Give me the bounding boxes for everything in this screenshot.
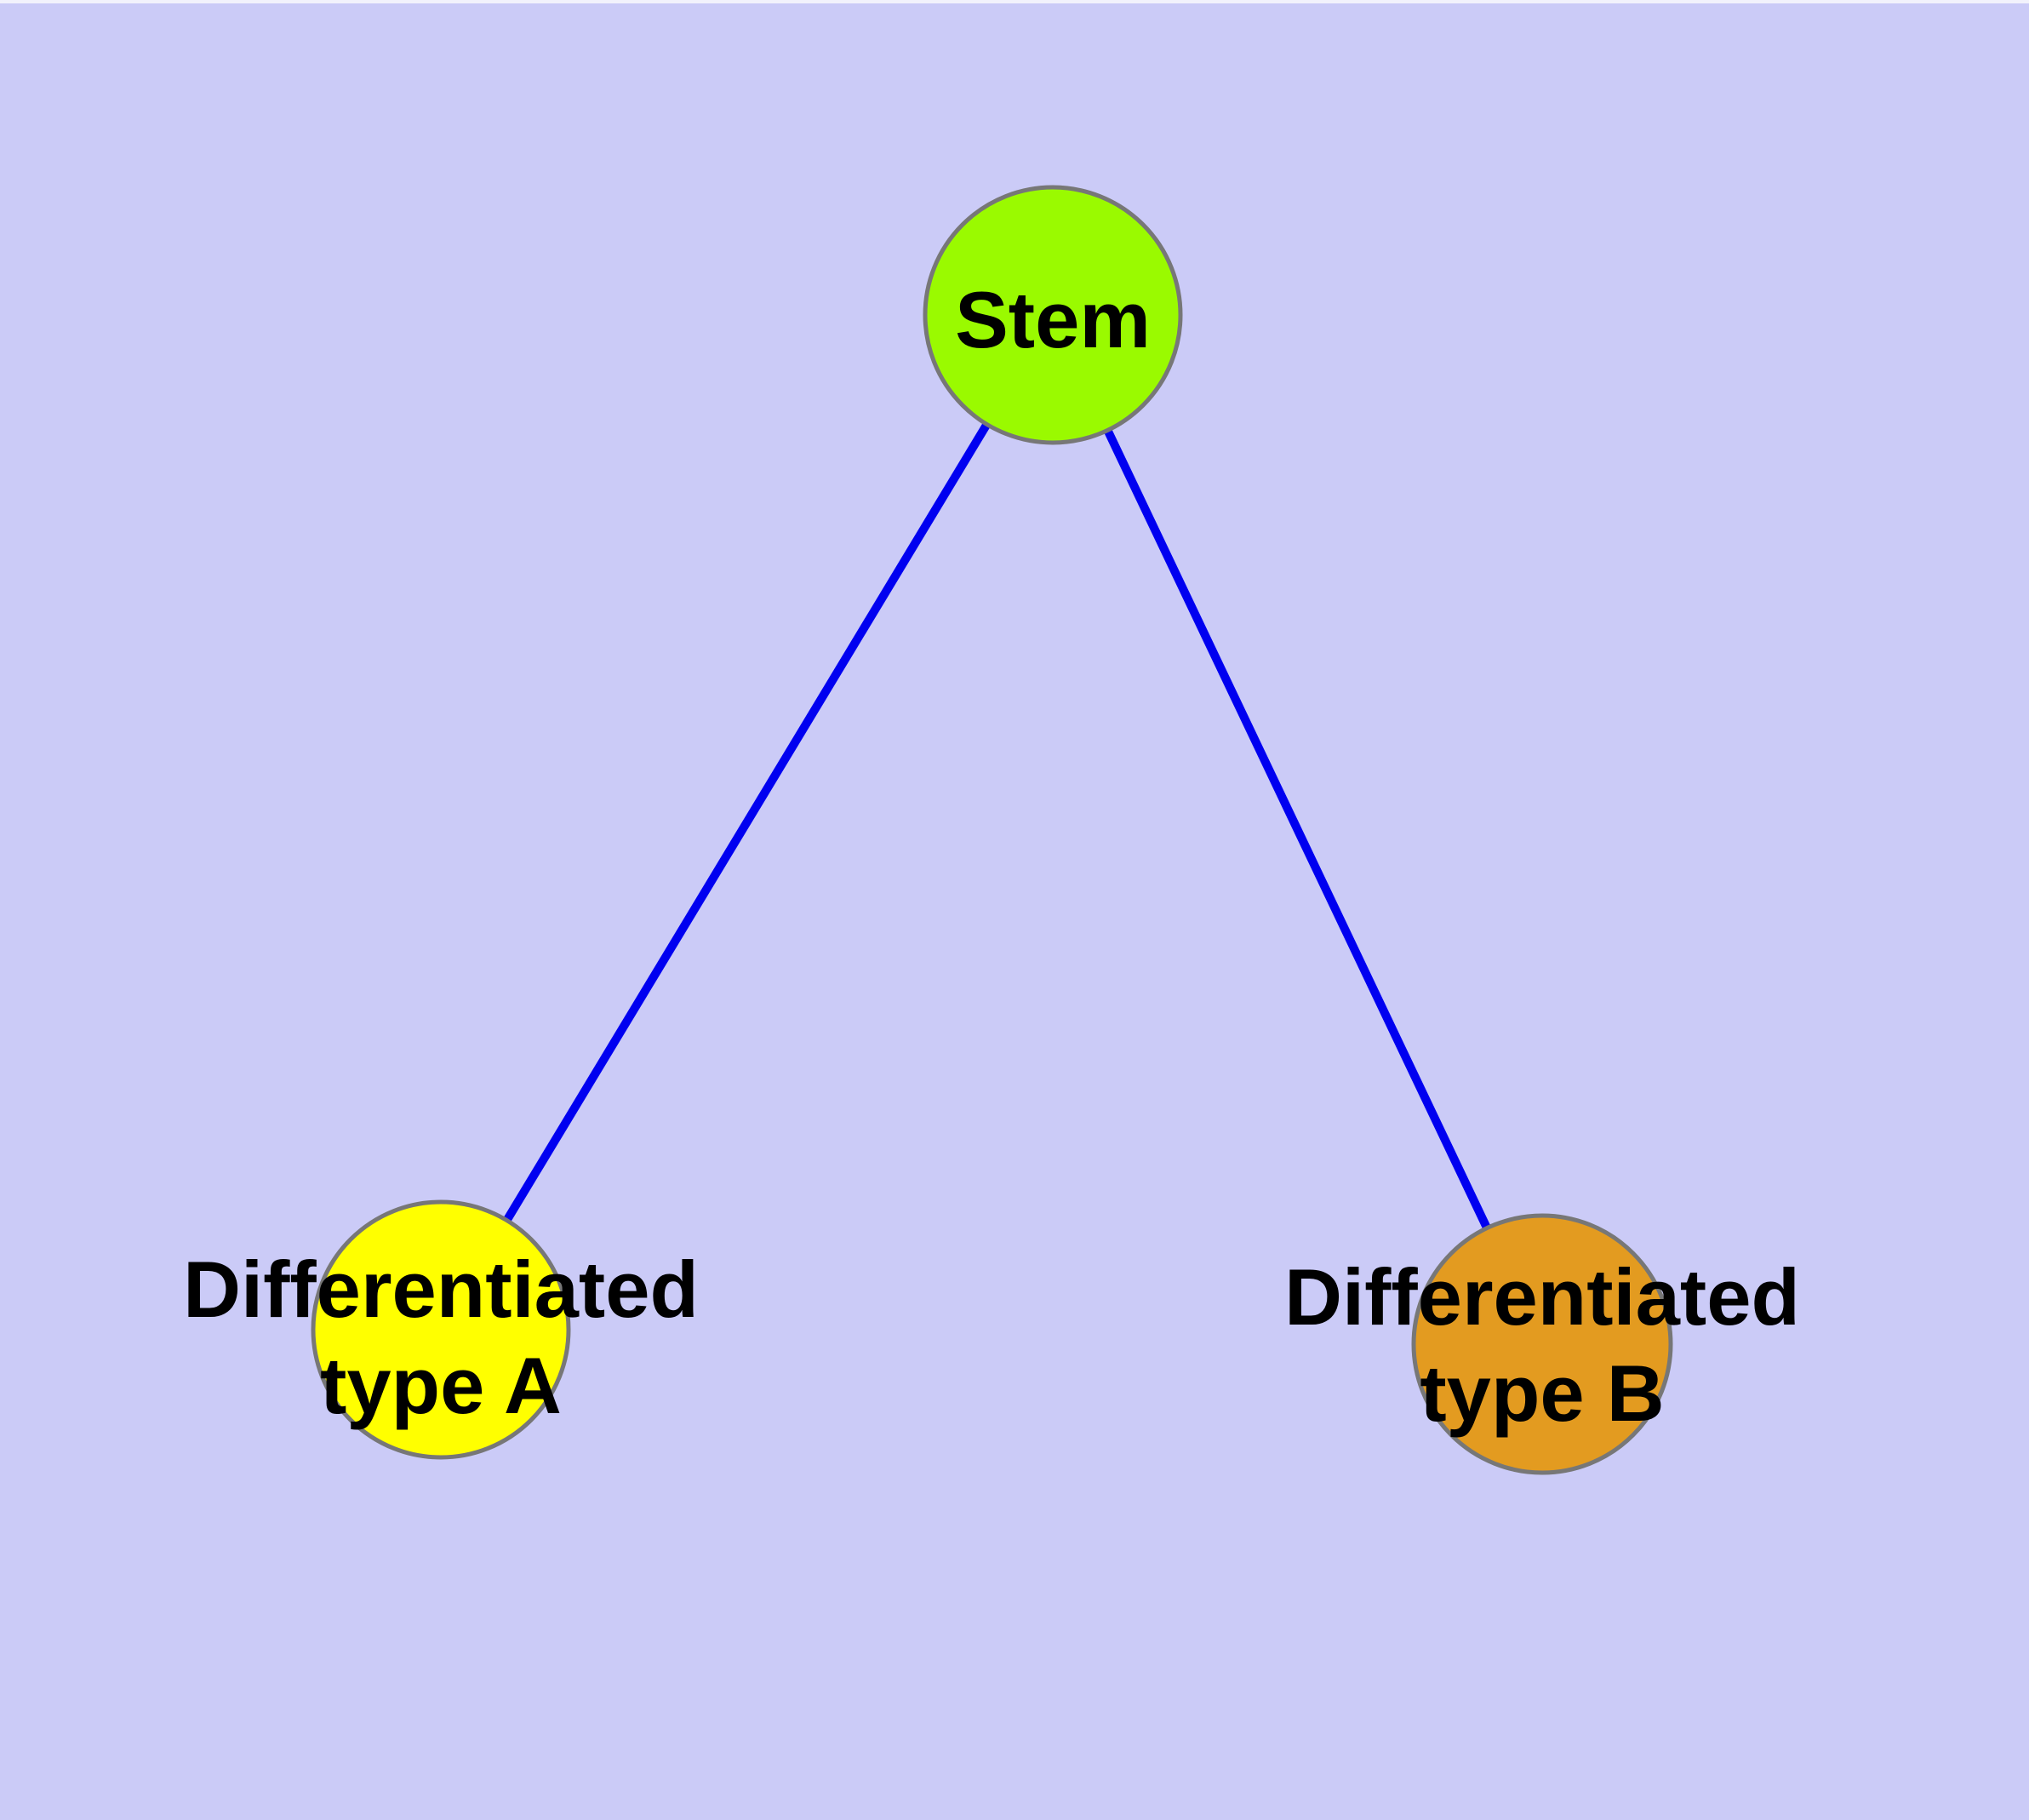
top-margin-strip: [0, 0, 2029, 3]
node-differentiated-type-b-label-line1: Differentiated: [1284, 1252, 1800, 1342]
node-differentiated-type-b-circle: [1411, 1213, 1673, 1475]
node-stem-label: Stem: [955, 275, 1151, 364]
node-differentiated-type-a-circle: [311, 1199, 571, 1460]
node-differentiated-type-b-label-line2: type B: [1420, 1348, 1664, 1438]
edge-stem-to-type-a: [437, 312, 1057, 1332]
node-stem-circle: [923, 185, 1183, 445]
edge-stem-to-type-b: [1049, 312, 1546, 1347]
node-differentiated-type-a-label-line2: type A: [320, 1341, 562, 1430]
node-differentiated-type-a-label-line1: Differentiated: [183, 1245, 699, 1334]
